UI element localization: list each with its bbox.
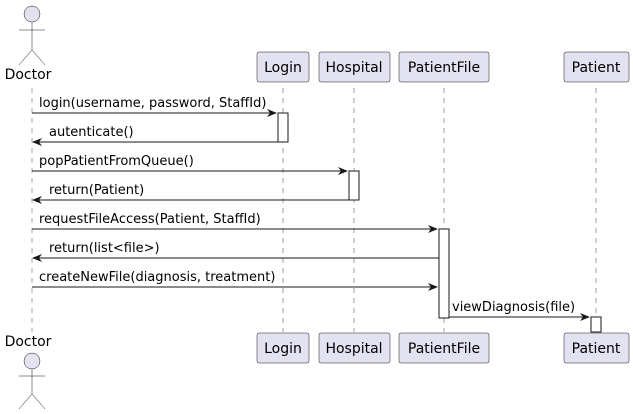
participant-label-doctor: Doctor [5, 334, 52, 350]
message-1: login(username, password, StaffId) [32, 96, 277, 117]
arrow-head [338, 167, 348, 175]
actor-leg-left [18, 49, 33, 66]
message-5: requestFileAccess(Patient, StaffId) [32, 212, 438, 233]
message-3: popPatientFromQueue() [32, 154, 348, 175]
message-label: viewDiagnosis(file) [452, 300, 575, 315]
participant-patientfile-top: PatientFile [398, 51, 490, 83]
participant-box [318, 332, 391, 364]
message-6: return(list<file>) [32, 241, 439, 262]
participant-patient-top: Patient [563, 51, 630, 83]
participant-label-patientfile: PatientFile [408, 341, 480, 357]
participant-label-patient: Patient [572, 341, 621, 357]
participant-login-bottom: Login [256, 332, 310, 364]
participant-login-top: Login [256, 51, 310, 83]
actor-leg-right [31, 49, 46, 66]
activation-patient [590, 316, 602, 333]
actor-leg-left [18, 393, 33, 410]
participant-box [563, 332, 630, 364]
message-label: createNewFile(diagnosis, treatment) [39, 270, 275, 285]
participant-box [256, 51, 310, 83]
activation-login [277, 112, 289, 143]
participant-label-login: Login [264, 60, 302, 76]
message-label: popPatientFromQueue() [39, 154, 194, 169]
actor-doctor-bottom: Doctor [5, 334, 52, 410]
activation-patientfile [438, 228, 450, 319]
arrow-head [32, 254, 42, 262]
arrow-head [428, 225, 438, 233]
participant-box [398, 51, 490, 83]
arrow-head [267, 109, 277, 117]
participant-box [398, 332, 490, 364]
arrow-head [428, 283, 438, 291]
participant-patient-bottom: Patient [563, 332, 630, 364]
message-2: autenticate() [32, 125, 278, 146]
message-label: requestFileAccess(Patient, StaffId) [39, 212, 261, 227]
message-label: autenticate() [49, 125, 134, 140]
message-label: login(username, password, StaffId) [39, 96, 266, 111]
arrow-head [32, 196, 42, 204]
actor-head [23, 352, 41, 370]
activation-hospital [348, 170, 360, 201]
message-7: createNewFile(diagnosis, treatment) [32, 270, 438, 291]
participant-patientfile-bottom: PatientFile [398, 332, 490, 364]
participant-label-patientfile: PatientFile [408, 60, 480, 76]
participant-label-hospital: Hospital [325, 60, 382, 76]
arrow-head [580, 313, 590, 321]
participant-label-login: Login [264, 341, 302, 357]
participant-label-doctor: Doctor [5, 67, 52, 83]
message-label: return(Patient) [49, 183, 144, 198]
participant-label-hospital: Hospital [325, 341, 382, 357]
arrow-head [32, 138, 42, 146]
message-4: return(Patient) [32, 183, 349, 204]
participant-box [563, 51, 630, 83]
message-label: return(list<file>) [49, 241, 160, 256]
participant-box [318, 51, 391, 83]
participant-hospital-top: Hospital [318, 51, 391, 83]
participant-label-patient: Patient [572, 60, 621, 76]
actor-head [23, 5, 41, 23]
message-8: viewDiagnosis(file) [449, 300, 590, 321]
actor-leg-right [31, 393, 46, 410]
participant-hospital-bottom: Hospital [318, 332, 391, 364]
actor-doctor-top: Doctor [5, 5, 52, 83]
participant-box [256, 332, 310, 364]
